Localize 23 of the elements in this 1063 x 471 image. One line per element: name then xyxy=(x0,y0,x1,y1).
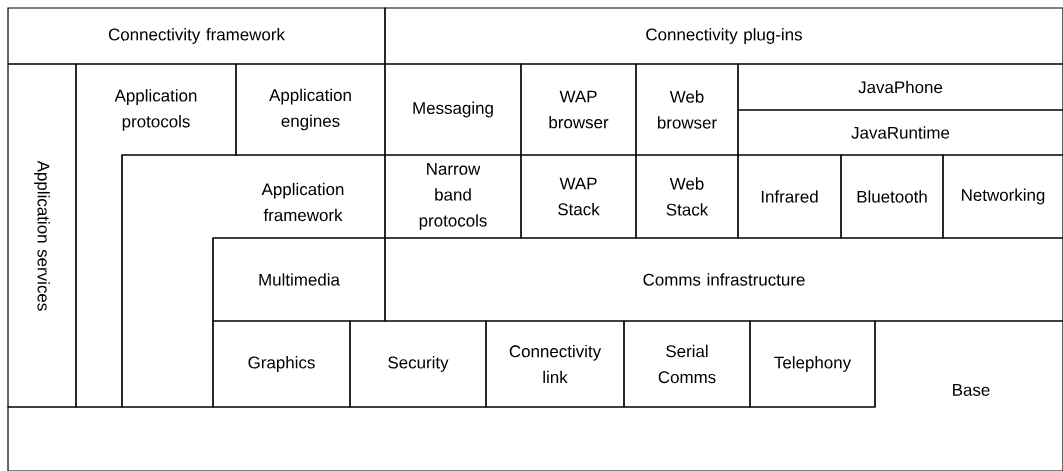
layer-box: Security xyxy=(349,320,487,408)
layer-box: WAP browser xyxy=(520,63,637,156)
layer-box: Messaging xyxy=(384,63,522,156)
layer-box: JavaRuntime xyxy=(737,109,1063,156)
layer-box: Bluetooth xyxy=(840,154,944,239)
layer-box: Narrow band protocols xyxy=(384,154,522,239)
layer-box: Networking xyxy=(942,154,1063,239)
layer-box: Application services xyxy=(7,63,77,408)
layer-box: Web Stack xyxy=(635,154,739,239)
layer-box: Connectivity framework xyxy=(7,7,386,65)
layer-box: Serial Comms xyxy=(623,320,751,408)
layer-box: Telephony xyxy=(749,320,876,408)
layer-box: Comms infrastructure xyxy=(384,237,1063,322)
layer-box: Connectivity link xyxy=(485,320,625,408)
layer-box: Application protocols xyxy=(75,63,237,408)
layer-box: Graphics xyxy=(212,320,351,408)
layer-box: JavaPhone xyxy=(737,63,1063,111)
layer-box: WAP Stack xyxy=(520,154,637,239)
layer-box: Infrared xyxy=(737,154,842,239)
layer-box: Connectivity plug-ins xyxy=(384,7,1063,65)
layer-box: Application engines xyxy=(235,63,386,156)
layer-box: Multimedia xyxy=(212,237,386,322)
layer-box: Web browser xyxy=(635,63,739,156)
